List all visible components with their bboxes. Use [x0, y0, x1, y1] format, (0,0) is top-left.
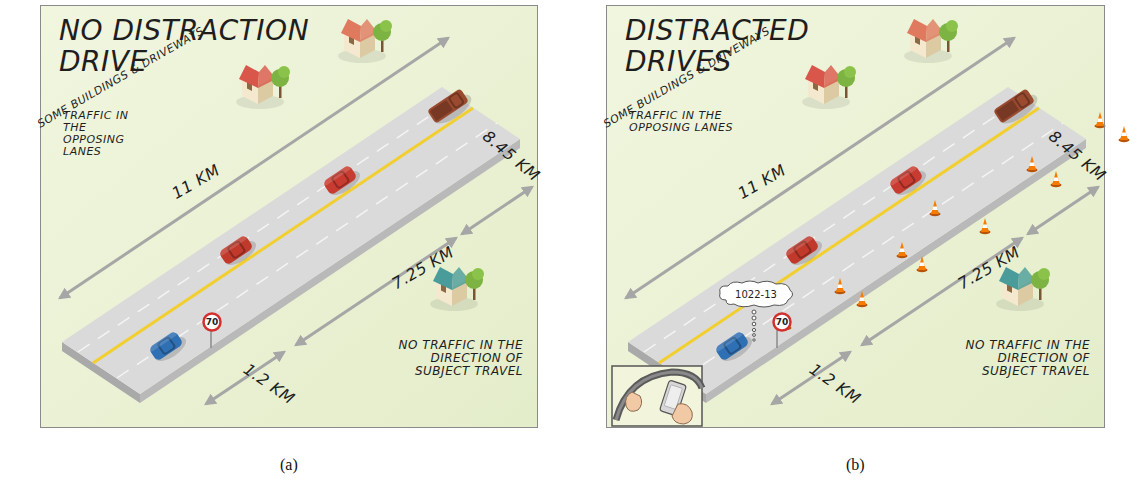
- distance-label: 1.2 KM: [806, 360, 863, 408]
- thought-dot: [753, 339, 755, 341]
- subject-car: [148, 328, 190, 366]
- road-scene-copy: [606, 5, 1104, 428]
- thought-dot: [753, 334, 756, 337]
- traffic-cone: [930, 200, 941, 216]
- opposing-pickup: [427, 86, 476, 129]
- lane-line: [78, 97, 458, 352]
- opposing-car: [322, 162, 364, 200]
- panel-title: DISTRACTED DRIVES: [625, 16, 895, 78]
- distance-label: 11 KM: [735, 161, 789, 202]
- house: [430, 266, 484, 311]
- traffic-cone: [1119, 126, 1130, 142]
- traffic-cone: [835, 278, 846, 294]
- thought-dot: [752, 316, 756, 320]
- opposing-car: [218, 232, 260, 270]
- center-line: [93, 108, 473, 363]
- scenario-panel: NO DISTRACTION DRIVE TRAFFIC IN THE OPPOS…: [40, 5, 538, 428]
- panel-caption: (a): [280, 456, 298, 474]
- distance-label: 8.45 KM: [479, 127, 543, 185]
- traffic-cone: [1027, 156, 1038, 172]
- road-scene: [40, 5, 538, 428]
- traffic-cone: [897, 242, 908, 258]
- note-text: NO TRAFFIC IN THE DIRECTION OF SUBJECT T…: [373, 339, 523, 379]
- thought-dot: [752, 328, 755, 331]
- distance-label: 8.45 KM: [1045, 127, 1109, 185]
- traffic-cone: [857, 291, 868, 307]
- thought-bubble: 1022-13: [716, 280, 796, 308]
- distance-arrow: [462, 187, 532, 234]
- traffic-cone: [1051, 171, 1062, 187]
- distance-label: 7.25 KM: [389, 243, 457, 292]
- phone-inset: [612, 366, 702, 426]
- distance-label: 11 KM: [169, 161, 223, 202]
- note-text: NO TRAFFIC IN THE DIRECTION OF SUBJECT T…: [940, 339, 1090, 379]
- distance-label: 7.25 KM: [955, 243, 1023, 292]
- thought-dot: [752, 310, 756, 314]
- house: [236, 64, 290, 109]
- panel-title: NO DISTRACTION DRIVE: [59, 16, 379, 78]
- distraction-extras: [612, 112, 1130, 426]
- note-text: TRAFFIC IN THE OPPOSING LANES: [63, 110, 135, 158]
- speed-limit-sign: 70: [202, 312, 222, 332]
- thought-text: 1022-13: [716, 280, 796, 308]
- scenario-panel: DISTRACTED DRIVES TRAFFIC IN THE OPPOSING…: [606, 5, 1105, 428]
- traffic-cone: [917, 256, 928, 272]
- traffic-cone: [980, 218, 991, 234]
- panel-caption: (b): [846, 456, 865, 474]
- thought-dot: [752, 322, 756, 326]
- traffic-cone: [1095, 112, 1106, 128]
- note-text: TRAFFIC IN THE OPPOSING LANES: [629, 110, 741, 134]
- speed-limit-sign: 70: [772, 312, 792, 332]
- sign-pole: [210, 330, 212, 348]
- speed-value: 70: [202, 312, 222, 332]
- house: [338, 18, 392, 63]
- hand: [626, 392, 642, 411]
- hand: [672, 404, 692, 424]
- panel-background: [40, 5, 538, 428]
- speed-value: 70: [772, 312, 792, 332]
- distance-label: 1.2 KM: [240, 360, 297, 408]
